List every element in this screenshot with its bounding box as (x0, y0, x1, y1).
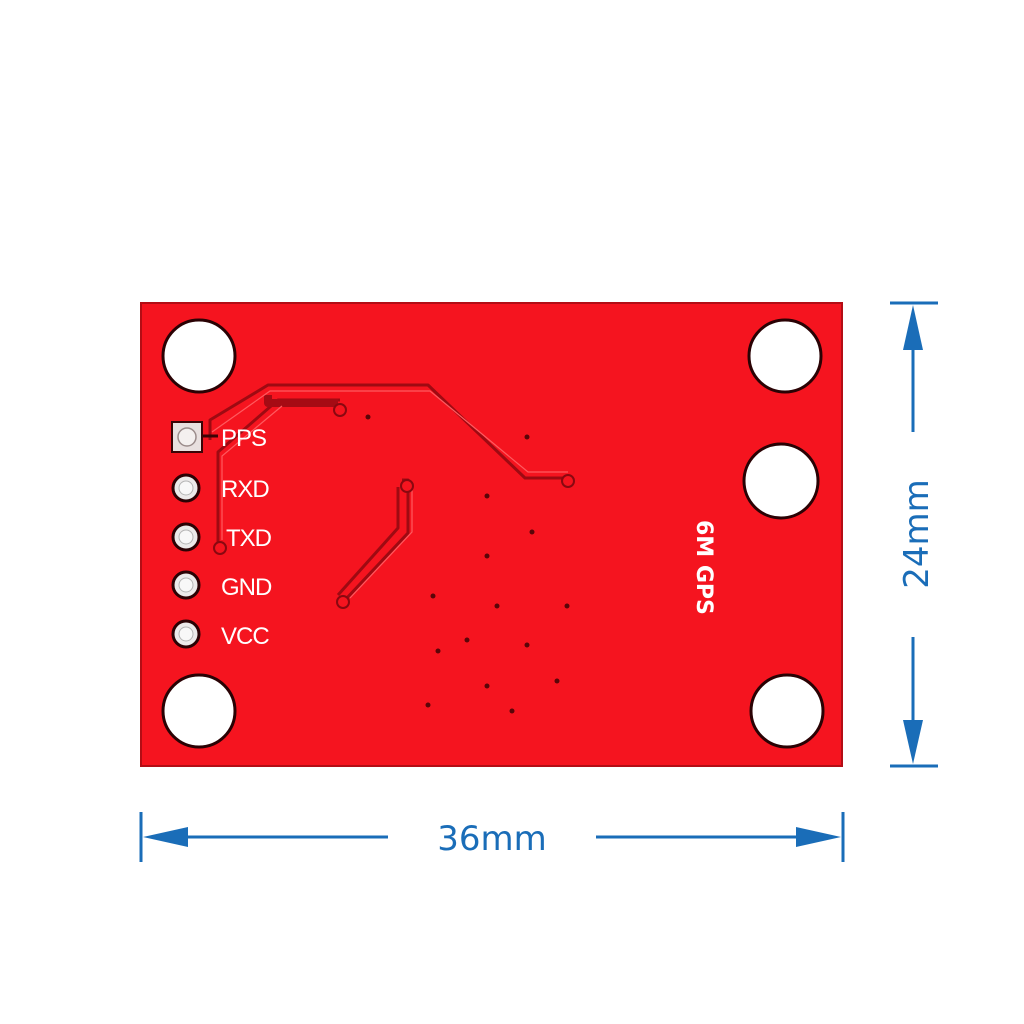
arrow-left-icon (143, 827, 188, 847)
width-dimension (139, 812, 845, 862)
antenna-hole (742, 442, 820, 520)
traces (208, 383, 568, 602)
mounting-hole-top-right (747, 318, 823, 394)
pin-label-pps: PPS (221, 425, 266, 452)
board-name-silkscreen: 6M GPS (691, 520, 716, 615)
trace-highlights (211, 390, 568, 599)
pin-label-rxd: RXD (221, 476, 269, 503)
via-dots (365, 414, 570, 714)
header-pins (171, 421, 218, 649)
pcb-board: PPS RXD TXD GND VCC 6M GPS (140, 302, 843, 767)
pin-label-vcc: VCC (221, 623, 269, 650)
board-outline (140, 302, 843, 767)
height-dimension (890, 301, 938, 768)
mounting-hole-top-left (161, 318, 237, 394)
height-label: 24mm (897, 479, 937, 589)
width-label: 36mm (437, 819, 547, 859)
mounting-hole-bottom-left (161, 673, 237, 749)
arrow-up-icon (903, 305, 923, 350)
pin-label-txd: TXD (226, 525, 272, 552)
vias (213, 403, 575, 609)
pin-label-gnd: GND (221, 574, 272, 601)
mounting-holes (161, 318, 825, 749)
arrow-right-icon (796, 827, 841, 847)
mounting-hole-bottom-right (749, 673, 825, 749)
arrow-down-icon (903, 720, 923, 764)
